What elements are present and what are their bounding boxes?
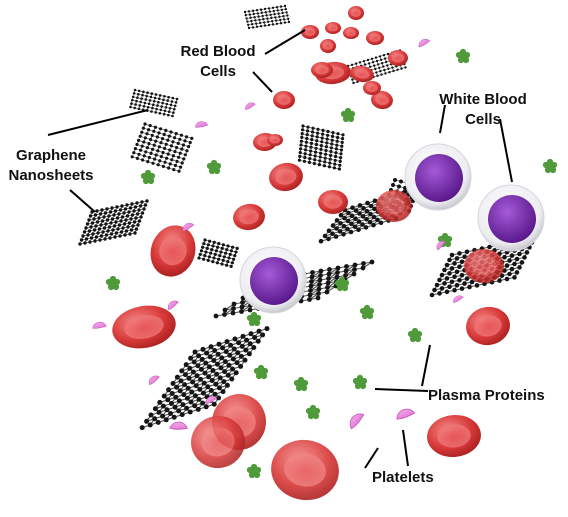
platelet	[169, 421, 188, 430]
red-blood-cell	[233, 203, 265, 231]
plasma-protein	[340, 107, 356, 123]
plasma-proteins-label-text: Plasma Proteins	[428, 387, 545, 404]
leader-line	[252, 71, 273, 93]
leader-line	[47, 109, 149, 136]
plasma-proteins-label: Plasma Proteins	[428, 386, 545, 406]
red-blood-cell	[466, 306, 510, 346]
red-blood-cells-label-line1: Red Blood	[180, 43, 256, 60]
platelet	[349, 413, 365, 430]
leader-line	[402, 429, 409, 467]
graphene-nanosheets-label-line1: Graphene	[15, 147, 87, 164]
platelet	[194, 121, 209, 128]
red-blood-cell	[112, 305, 176, 349]
platelet	[436, 240, 446, 251]
graphene-sheet	[297, 124, 345, 171]
platelet	[396, 408, 416, 420]
red-blood-cell	[320, 39, 336, 53]
plasma-protein	[334, 276, 350, 292]
graphene-sheet	[243, 4, 291, 30]
red-blood-cell	[376, 190, 412, 222]
graphene-nanosheets-label-line2: Nanosheets	[8, 167, 94, 184]
red-blood-cells-label: Red Blood Cells	[172, 42, 264, 82]
white-blood-cells-label-line2: Cells	[465, 111, 501, 128]
red-blood-cell	[371, 90, 393, 110]
white-blood-cells-label-line1: White Blood	[439, 91, 527, 108]
red-blood-cells-label-line2: Cells	[200, 63, 236, 80]
red-blood-cell	[363, 81, 381, 95]
platelet	[453, 295, 464, 303]
white-blood-cells-label: White Blood Cells	[428, 90, 538, 130]
graphene-nanosheets-label: Graphene Nanosheets	[4, 146, 98, 186]
red-blood-cell	[325, 22, 341, 34]
platelet	[418, 39, 431, 48]
red-blood-cell	[273, 91, 295, 109]
graphene-sheet	[139, 326, 270, 431]
red-blood-cell	[343, 27, 359, 39]
platelet	[245, 102, 256, 110]
platelet	[167, 300, 179, 311]
white-blood-cell	[404, 143, 472, 211]
red-blood-cell	[267, 134, 283, 146]
plasma-protein	[305, 404, 321, 420]
leader-line	[264, 29, 306, 55]
leader-line	[439, 104, 446, 134]
red-blood-cell	[301, 25, 319, 39]
red-blood-cell	[464, 249, 504, 283]
platelets-label: Platelets	[372, 468, 434, 488]
red-blood-cell	[350, 65, 374, 83]
platelet	[205, 396, 218, 405]
plasma-protein	[140, 169, 156, 185]
graphene-sheet	[78, 199, 149, 246]
red-blood-cell	[150, 225, 196, 277]
platelet	[92, 321, 107, 329]
red-blood-cell	[388, 50, 408, 66]
plasma-protein	[246, 463, 262, 479]
red-blood-cell	[427, 414, 481, 458]
leader-line	[499, 118, 513, 183]
white-blood-cell	[239, 246, 307, 314]
leader-line	[364, 447, 379, 469]
platelet	[148, 375, 160, 386]
plasma-protein	[455, 48, 471, 64]
platelet	[182, 223, 195, 232]
plasma-protein	[407, 327, 423, 343]
plasma-protein	[359, 304, 375, 320]
plasma-protein	[293, 376, 309, 392]
red-blood-cell	[311, 62, 333, 78]
leader-line	[421, 344, 431, 387]
plasma-protein	[206, 159, 222, 175]
leader-line	[69, 189, 96, 213]
plasma-protein	[352, 374, 368, 390]
red-blood-cell	[318, 190, 348, 214]
red-blood-cell	[366, 31, 384, 45]
plasma-protein	[253, 364, 269, 380]
plasma-protein	[105, 275, 121, 291]
white-blood-cell	[477, 184, 545, 252]
graphene-sheet	[197, 238, 239, 268]
leader-line	[374, 388, 429, 392]
platelets-label-text: Platelets	[372, 469, 434, 486]
plasma-protein	[246, 311, 262, 327]
red-blood-cell	[269, 162, 303, 192]
red-blood-cell	[191, 415, 245, 469]
red-blood-cell	[348, 6, 364, 20]
graphene-sheet	[130, 122, 194, 173]
red-blood-cell	[271, 439, 339, 501]
graphene-sheet	[129, 88, 179, 118]
plasma-protein	[542, 158, 558, 174]
